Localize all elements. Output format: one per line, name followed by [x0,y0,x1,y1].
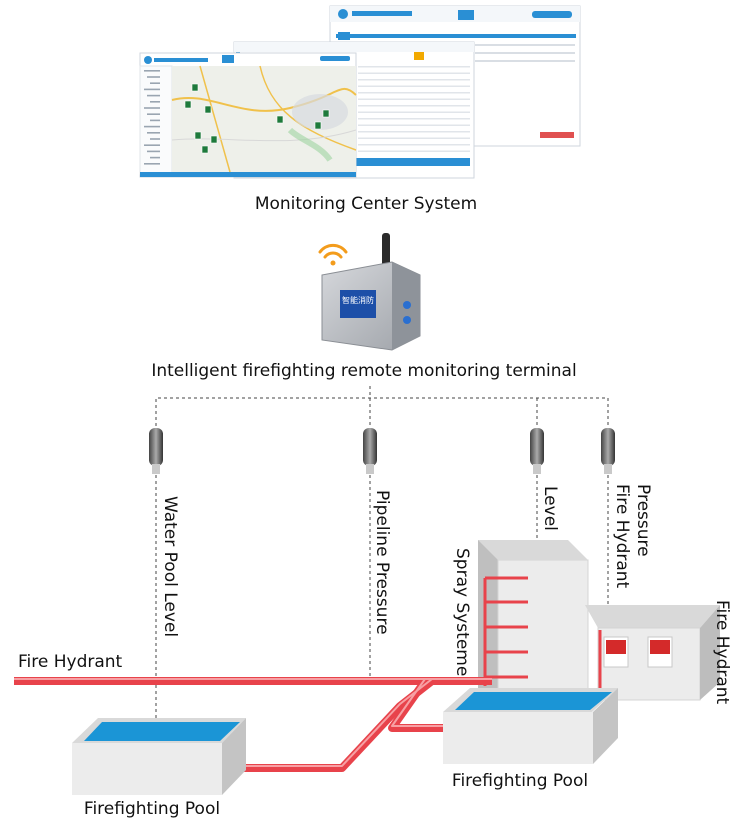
terminal-label: Intelligent firefighting remote monitori… [151,361,576,381]
monitoring-screenshots [139,5,581,179]
sensor-probe-icon [530,428,544,474]
pressure-label: Pressure [633,484,653,557]
hydrant-cabinet-1 [603,636,629,668]
map-marker-icon [194,131,202,140]
fire-hydrant-building-label: Fire Hydrant [712,600,732,705]
level-label: Level [540,486,560,531]
monitoring-terminal-device: 智能消防 [318,233,421,351]
map-marker-icon [191,83,199,92]
fire-hydrant-left-label: Fire Hydrant [18,652,123,672]
sensor-probe-icon [363,428,377,474]
sensors [149,428,615,474]
firefighting-pool-left [72,718,246,795]
sensor-probe-icon [149,428,163,474]
wifi-icon [318,243,348,266]
map-marker-icon [204,105,212,114]
monitoring-center-label: Monitoring Center System [255,194,477,214]
device-screen [340,290,376,318]
fire-hydrant-sensor-label: Fire Hydrant [612,484,632,589]
map-marker-icon [314,121,322,130]
map-marker-icon [210,135,218,144]
spray-system-label: Spray Systeme [452,548,472,677]
map-marker-icon [276,115,284,124]
svg-text:智能消防: 智能消防 [342,295,374,305]
water-pool-level-label: Water Pool Level [160,496,180,638]
pool-right-label: Firefighting Pool [452,771,588,791]
pool-left-label: Firefighting Pool [84,799,220,819]
fire-hydrant-building [585,605,720,701]
map-marker-icon [184,100,192,109]
firefighting-pool-right [443,688,618,764]
dashboard-window-map [139,52,357,178]
map-marker-icon [201,145,209,154]
map-marker-icon [322,109,330,118]
hydrant-cabinet-2 [647,636,673,668]
sensor-probe-icon [601,428,615,474]
pipeline-pressure-label: Pipeline Pressure [372,490,392,635]
pipes [14,677,492,772]
spray-system-building [478,540,589,709]
